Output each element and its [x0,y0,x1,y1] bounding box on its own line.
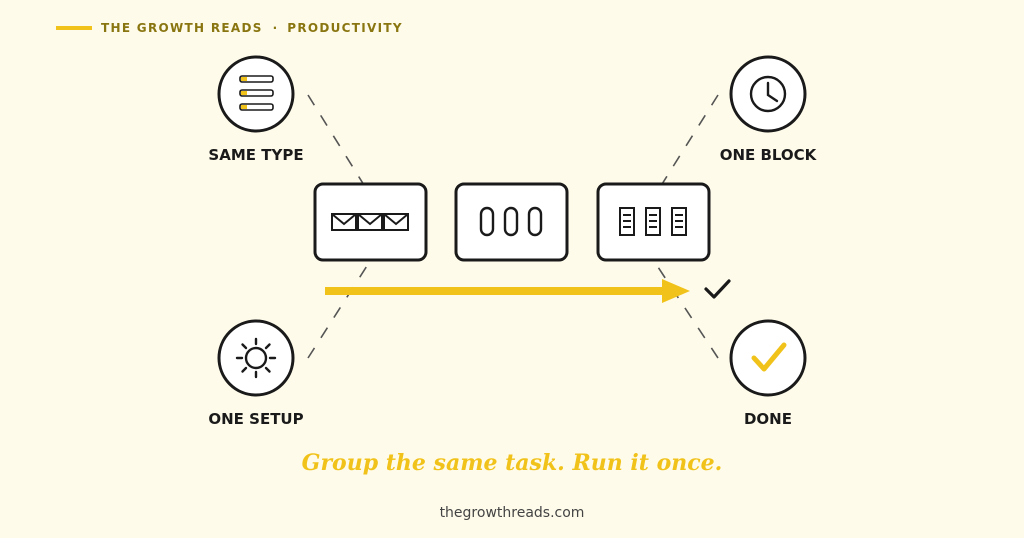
node-same-type [217,55,295,133]
connector-done [651,257,719,359]
header-separator: · [272,21,278,35]
node-one-block [729,55,807,133]
node-one-setup [217,319,295,397]
label-same-type: SAME TYPE [208,146,304,164]
footer-url[interactable]: thegrowthreads.com [439,505,585,521]
header-brand: THE GROWTH READS [101,21,263,35]
task-box-2 [454,182,569,262]
flow-arrow [325,279,690,303]
sun-gear-icon [235,337,277,379]
checkmark-icon [751,342,787,372]
connector-one-setup [307,257,373,359]
header-accent-bar [56,26,92,30]
label-one-block: ONE BLOCK [719,146,817,164]
header-category: PRODUCTIVITY [287,21,403,35]
tagline: Group the same task. Run it once. [301,450,723,476]
small-check-icon [704,279,731,299]
header: THE GROWTH READS · PRODUCTIVITY [56,19,403,37]
list-icon [239,75,274,111]
label-done: DONE [743,410,792,428]
node-done [729,319,807,397]
documents-icon [619,207,687,236]
label-one-setup: ONE SETUP [208,410,304,428]
capsules-icon [479,206,543,237]
clock-icon [749,75,787,113]
envelopes-icon [331,213,409,231]
task-box-1 [313,182,428,262]
task-box-3 [596,182,711,262]
